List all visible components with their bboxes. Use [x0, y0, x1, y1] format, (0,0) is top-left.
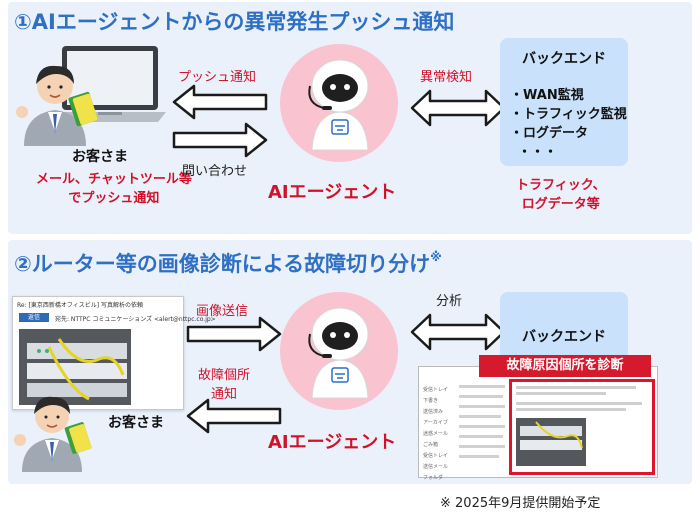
arrow-notify-label: 故障個所 通知	[198, 368, 251, 402]
customer-person-icon	[14, 396, 92, 472]
backend-item: ・トラフィック監視	[510, 107, 627, 122]
backend-item: ・ログデータ	[510, 126, 589, 141]
backend-item: ・・・	[518, 145, 558, 160]
diagnosis-highlight	[509, 379, 655, 475]
email-screenshot: Re: [東京西新橋オフィスビル] 写真解析の依頼 返信 宛先: NTTPC コ…	[12, 296, 216, 410]
email-from: 宛先: NTTPC コミュニケーションズ <alert@nttpc.co.jp>	[55, 316, 216, 323]
diagnosis-list-icon	[459, 385, 505, 458]
email-reply-button[interactable]: 返信	[19, 313, 49, 322]
arrow-push-label: プッシュ通知	[178, 70, 257, 85]
robot-icon	[308, 59, 369, 151]
robot-icon	[308, 307, 369, 399]
arrow-inquiry-label: 問い合わせ	[182, 164, 248, 179]
section-2-ai-label: AIエージェント	[268, 432, 397, 453]
backend-box	[500, 38, 628, 166]
arrow-bidirectional-icon	[410, 89, 506, 127]
section-2-backend-title: バックエンド	[522, 329, 606, 345]
section-1-customer-label: お客さま	[72, 149, 128, 165]
section-1-backend-note: トラフィック、 ログデータ等	[516, 178, 606, 212]
arrow-right-icon	[186, 316, 282, 352]
arrow-detect-label: 異常検知	[420, 70, 473, 85]
router-photo-icon	[19, 329, 131, 405]
footnote: ※ 2025年9月提供開始予定	[440, 496, 601, 511]
arrow-left-icon	[186, 398, 282, 434]
diagnosis-result-icon	[516, 386, 642, 466]
diagnosis-screenshot: 受信トレイ 下書き 送信済み アーカイブ 迷惑メール ごみ箱 受信トレイ 送信メ…	[418, 355, 658, 481]
section-1-ai-label: AIエージェント	[268, 182, 397, 203]
diagnosis-nav: 受信トレイ 下書き 送信済み アーカイブ 迷惑メール ごみ箱 受信トレイ 送信メ…	[423, 387, 449, 481]
section-1-backend-title: バックエンド	[522, 51, 606, 67]
email-subject: Re: [東京西新橋オフィスビル] 写真解析の依頼	[17, 302, 143, 309]
diagnosis-banner: 故障原因個所を診断	[479, 355, 651, 377]
arrow-send-label: 画像送信	[196, 304, 249, 319]
router-photo	[19, 329, 131, 405]
backend-item: ・WAN監視	[510, 88, 584, 103]
arrow-left-icon	[172, 84, 268, 120]
customer-person-icon	[16, 65, 98, 146]
backend-list: ・WAN監視 ・トラフィック監視 ・ログデータ ・・・	[510, 86, 627, 162]
section-2-customer-label: お客さま	[108, 415, 164, 431]
arrow-right-icon	[172, 122, 268, 158]
arrow-analyze-label: 分析	[436, 294, 463, 309]
arrow-bidirectional-icon	[410, 313, 506, 351]
section-1-customer-note: メール、チャットツール等 でプッシュ通知	[36, 172, 192, 206]
section-2-title: ②ルーター等の画像診断による故障切り分け※	[14, 250, 442, 276]
section-1-title: ①AIエージェントからの異常発生プッシュ通知	[14, 10, 455, 34]
